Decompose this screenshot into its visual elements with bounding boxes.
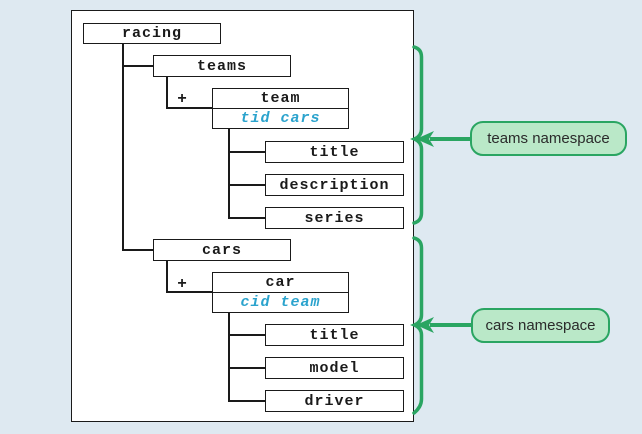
connector-cars-to-car	[166, 291, 212, 293]
connector-team-trunk	[228, 129, 230, 219]
occurrence-indicator-team: +	[177, 90, 187, 108]
node-teams: teams	[153, 55, 291, 77]
node-car-driver: driver	[265, 390, 404, 412]
node-team-title: title	[265, 141, 404, 163]
connector-car-trunk	[228, 313, 230, 402]
node-team-name: team	[260, 90, 301, 107]
tree-panel: racing teams team tid cars title descrip…	[71, 10, 414, 422]
node-team-attributes: tid cars	[213, 108, 348, 128]
teams-namespace-arrowhead-icon	[416, 131, 434, 147]
occurrence-indicator-car: +	[177, 275, 187, 293]
node-car-title: title	[265, 324, 404, 346]
connector-cars-stub	[166, 261, 168, 292]
node-car-name: car	[265, 274, 296, 291]
connector-root-to-teams	[122, 65, 153, 67]
cars-namespace-arrowhead-icon	[416, 317, 434, 333]
connector-car-to-model	[228, 367, 265, 369]
cars-namespace-brace	[410, 236, 424, 415]
connector-car-to-title	[228, 334, 265, 336]
cars-namespace-label: cars namespace	[471, 308, 610, 343]
connector-team-to-title	[228, 151, 265, 153]
node-team-description: description	[265, 174, 404, 196]
node-racing: racing	[83, 23, 221, 44]
connector-team-to-series	[228, 217, 265, 219]
connector-team-to-description	[228, 184, 265, 186]
node-car-attributes: cid team	[213, 292, 348, 312]
connector-car-to-driver	[228, 400, 265, 402]
teams-namespace-label: teams namespace	[470, 121, 627, 156]
teams-namespace-brace	[410, 45, 424, 225]
node-car-model: model	[265, 357, 404, 379]
connector-teams-to-team	[166, 107, 212, 109]
node-team: team tid cars	[212, 88, 349, 129]
connector-root-to-cars	[122, 249, 153, 251]
connector-teams-stub	[166, 77, 168, 108]
connector-root-trunk	[122, 44, 124, 250]
node-cars: cars	[153, 239, 291, 261]
node-team-series: series	[265, 207, 404, 229]
node-car: car cid team	[212, 272, 349, 313]
